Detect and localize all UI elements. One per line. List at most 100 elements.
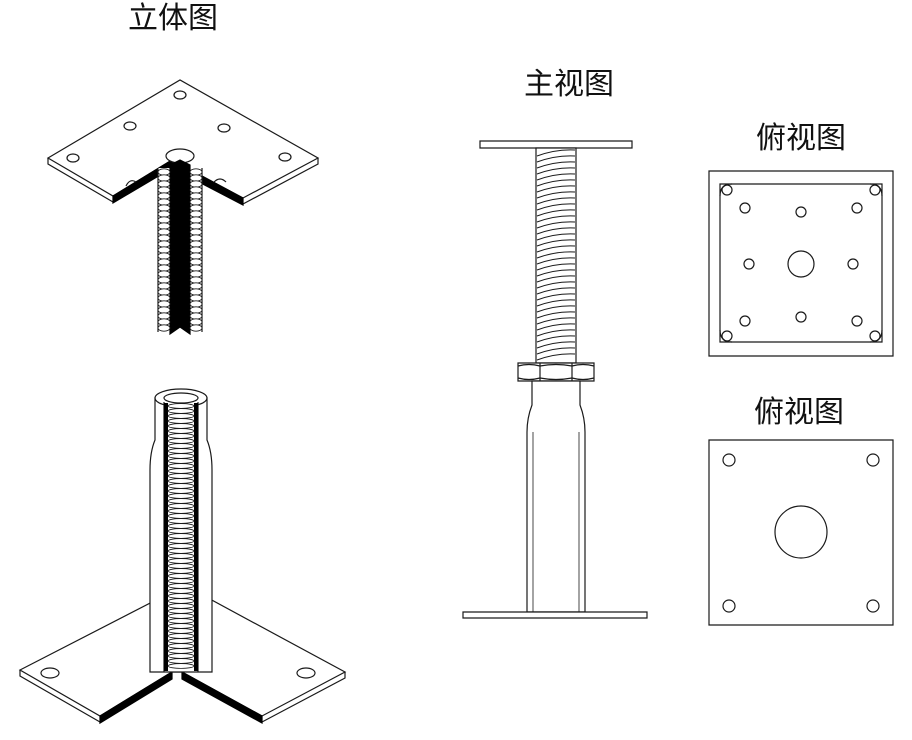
front-thread-line (537, 150, 575, 156)
iso-tube-thread (168, 654, 194, 659)
iso-tube-thread (168, 484, 194, 489)
iso-thread-crest (158, 223, 170, 229)
iso-thread-crest (158, 235, 170, 241)
iso-thread-crest (158, 307, 170, 313)
iso-thread-crest (190, 325, 202, 331)
iso-thread-crest (158, 205, 170, 211)
iso-tube-thread (168, 499, 194, 504)
top-view-upper-inner (720, 184, 882, 342)
iso-tube-thread (168, 404, 194, 409)
front-view (463, 141, 647, 618)
top-view-upper-center-hole (788, 251, 814, 277)
front-thread-line (537, 246, 575, 252)
iso-thread-crest (158, 295, 170, 301)
iso-tube-thread (168, 629, 194, 634)
front-thread-line (537, 198, 575, 204)
iso-thread-crest (158, 325, 170, 331)
iso-thread-crest (158, 193, 170, 199)
iso-tube-thread (168, 584, 194, 589)
iso-thread-crest (158, 199, 170, 205)
iso-tube-thread (168, 624, 194, 629)
iso-tube-thread (168, 554, 194, 559)
front-thread-line (537, 240, 575, 246)
iso-thread-crest (190, 229, 202, 235)
front-thread-line (537, 348, 575, 354)
iso-upper-assembly (48, 80, 318, 334)
iso-thread-crest (190, 253, 202, 259)
iso-tube-thread (168, 664, 194, 669)
front-view-title: 主视图 (524, 67, 614, 102)
iso-tube-thread (168, 534, 194, 539)
iso-tube-thread (168, 634, 194, 639)
front-thread-line (537, 258, 575, 264)
iso-thread-crest (158, 175, 170, 181)
iso-tube-thread (168, 599, 194, 604)
iso-tube-thread (168, 479, 194, 484)
front-thread-line (537, 282, 575, 288)
iso-thread-crest (190, 271, 202, 277)
top-view-title-upper: 俯视图 (756, 121, 846, 156)
front-base-plate (463, 612, 647, 618)
iso-tube-thread (168, 514, 194, 519)
front-thread-line (537, 330, 575, 336)
top-view-lower (709, 440, 893, 625)
iso-tube-thread (168, 564, 194, 569)
top-view-lower-plate (709, 440, 893, 625)
iso-thread-crest (190, 283, 202, 289)
iso-thread-crest (190, 307, 202, 313)
front-thread-line (537, 168, 575, 174)
iso-tube-thread (168, 519, 194, 524)
isometric-view-title: 立体图 (128, 1, 218, 36)
iso-tube-thread (168, 659, 194, 664)
front-top-plate (480, 141, 632, 148)
iso-thread-crest (158, 301, 170, 307)
iso-lower-assembly (20, 389, 345, 723)
front-thread-line (537, 288, 575, 294)
front-thread-line (537, 210, 575, 216)
iso-tube-thread (168, 459, 194, 464)
front-thread-line (537, 342, 575, 348)
iso-thread-crest (158, 169, 170, 175)
iso-tube-thread (168, 474, 194, 479)
iso-thread-crest (190, 223, 202, 229)
iso-threaded-screw (158, 160, 202, 334)
iso-thread-crest (158, 313, 170, 319)
front-thread-line (537, 312, 575, 318)
iso-thread-crest (190, 235, 202, 241)
iso-top-plate-edge (48, 158, 113, 202)
iso-tube-thread (168, 574, 194, 579)
front-thread-line (537, 156, 575, 162)
iso-thread-crest (190, 175, 202, 181)
iso-tube-thread (168, 509, 194, 514)
front-thread-line (537, 336, 575, 342)
iso-tube-thread (168, 594, 194, 599)
iso-thread-crest (190, 319, 202, 325)
top-view-title-lower: 俯视图 (754, 395, 844, 430)
iso-tube-thread (168, 614, 194, 619)
top-view-lower-center-hole (775, 506, 827, 558)
top-view-upper-outer (709, 171, 893, 356)
iso-thread-crest (158, 217, 170, 223)
iso-thread-crest (158, 241, 170, 247)
iso-thread-crest (190, 301, 202, 307)
front-thread-line (537, 192, 575, 198)
iso-top-plate-hole (174, 91, 186, 99)
front-thread-line (537, 300, 575, 306)
front-thread-line (537, 204, 575, 210)
iso-tube-thread (168, 524, 194, 529)
front-thread-line (537, 324, 575, 330)
iso-thread-crest (190, 199, 202, 205)
front-thread-line (537, 294, 575, 300)
iso-thread-crest (158, 253, 170, 259)
front-thread-line (537, 174, 575, 180)
iso-thread-crest (190, 193, 202, 199)
iso-thread-crest (190, 277, 202, 283)
iso-thread-crest (158, 229, 170, 235)
iso-tube-thread (168, 644, 194, 649)
iso-tube-thread (168, 439, 194, 444)
iso-tube-thread (168, 454, 194, 459)
iso-tube-thread (168, 409, 194, 414)
front-thread-line (537, 180, 575, 186)
iso-thread-crest (190, 247, 202, 253)
front-thread-line (537, 252, 575, 258)
